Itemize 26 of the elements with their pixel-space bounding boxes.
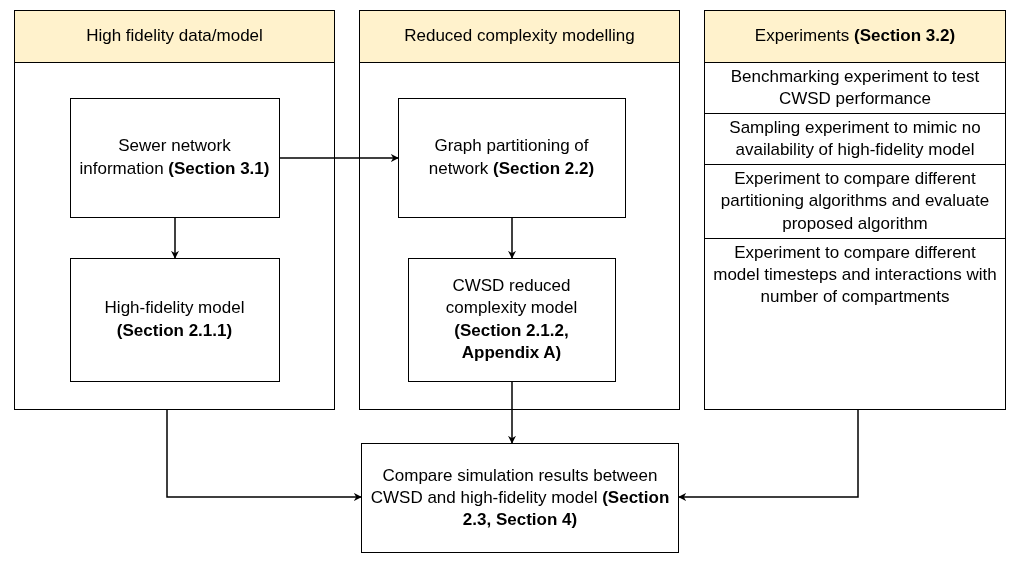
- box-text: Graph partitioning of network (Section 2.2): [427, 135, 596, 180]
- box-text: CWSD reduced complexity model (Section 2.1.2, Appendix A): [444, 275, 579, 364]
- arrow: [678, 409, 859, 501]
- arrow: [171, 217, 179, 259]
- list-item-text: Experiment to compare different partitioning algorithms and evaluate proposed algorithm: [719, 168, 991, 235]
- arrow: [279, 154, 399, 162]
- box-text: Compare simulation results between CWSD and high-fidelity model (Section 2.3, Section 4): [370, 464, 670, 532]
- arrow: [508, 381, 516, 444]
- list-item-text: Sampling experiment to mimic no availability of high-fidelity model: [728, 117, 982, 162]
- process-box: [69, 97, 280, 218]
- process-box: [69, 257, 280, 382]
- column-panel: [14, 10, 335, 410]
- column-header: Reduced complexity modelling: [360, 11, 679, 63]
- list-item-text: Experiment to compare different model timesteps and interactions with number of compartments: [712, 241, 998, 308]
- column-panel: [359, 10, 680, 410]
- column-header: High fidelity data/model: [15, 11, 334, 63]
- process-box: [397, 97, 626, 218]
- box-text: High-fidelity model (Section 2.1.1): [103, 297, 246, 342]
- box-text: Sewer network information (Section 3.1): [78, 135, 271, 180]
- list-item-text: Benchmarking experiment to test CWSD performance: [729, 66, 981, 111]
- process-box: [361, 443, 679, 553]
- column-header: Experiments (Section 3.2): [705, 11, 1005, 63]
- process-box: [407, 257, 616, 382]
- arrow: [166, 409, 362, 501]
- list-panel: [704, 10, 1006, 410]
- arrow: [508, 217, 516, 259]
